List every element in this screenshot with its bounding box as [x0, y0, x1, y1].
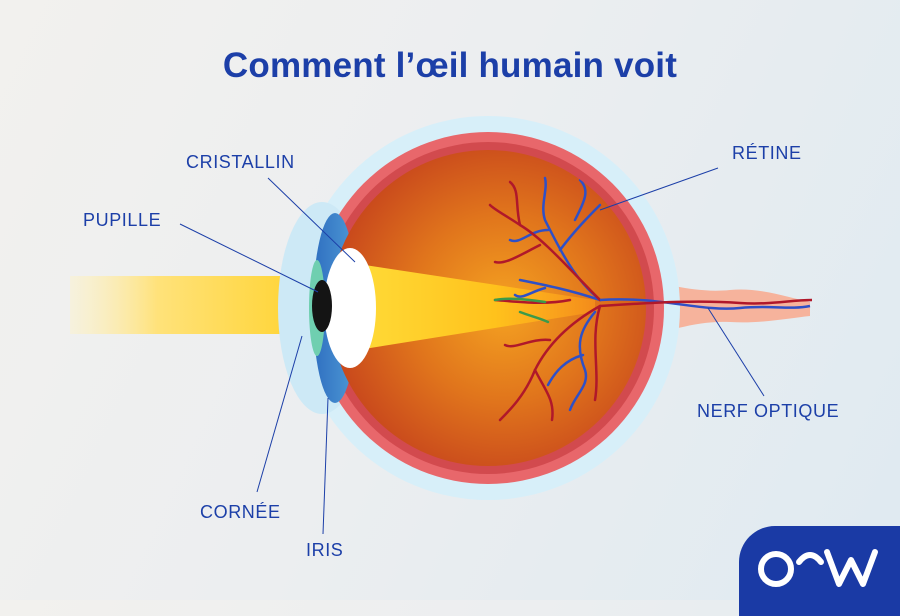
label-cornee: CORNÉE [200, 502, 281, 522]
retinal-vessels [488, 176, 602, 422]
eye-diagram [70, 116, 813, 535]
page-title: Comment l’œil humain voit [222, 46, 678, 85]
internal-light-beam [345, 262, 595, 352]
label-nerf-optique: NERF OPTIQUE [697, 401, 840, 421]
brand-logo: OW [739, 526, 900, 616]
logo-mark-icon [758, 549, 878, 587]
nerve-vein [599, 298, 811, 310]
label-cristallin: CRISTALLIN [186, 152, 295, 172]
label-retine: RÉTINE [732, 143, 802, 163]
label-pupille: PUPILLE [83, 210, 162, 230]
leader-lines [179, 167, 765, 535]
pupil [312, 280, 332, 332]
lens [324, 248, 376, 368]
label-iris: IRIS [306, 540, 344, 560]
nerve-artery [599, 298, 813, 308]
